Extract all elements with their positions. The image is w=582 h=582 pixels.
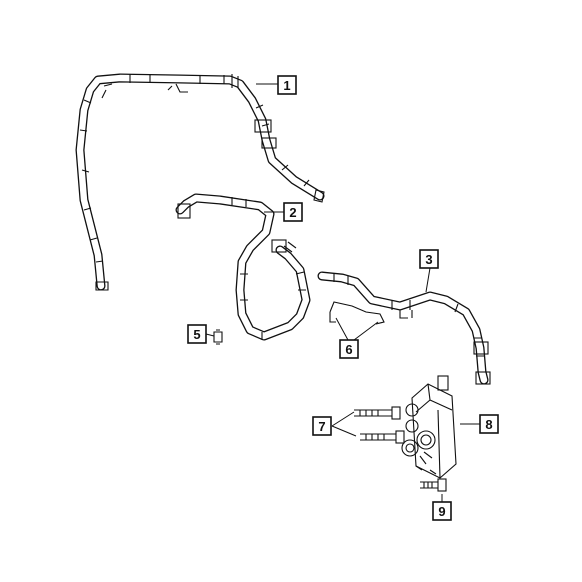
leader-lines [205, 83, 480, 502]
callout-7: 7 [312, 416, 332, 436]
svg-text:1: 1 [283, 78, 290, 93]
hose-2 [175, 193, 311, 341]
svg-text:6: 6 [345, 342, 352, 357]
callout-6: 6 [339, 339, 359, 359]
svg-text:7: 7 [318, 419, 325, 434]
callout-1: 1 [277, 75, 297, 95]
bolts-7 [354, 406, 405, 444]
svg-text:3: 3 [425, 252, 432, 267]
callout-8: 8 [479, 414, 499, 434]
svg-text:5: 5 [193, 327, 200, 342]
bolt-5 [213, 329, 223, 345]
hose-3 [317, 271, 491, 385]
svg-text:2: 2 [289, 205, 296, 220]
callout-2: 2 [283, 202, 303, 222]
callout-9: 9 [432, 501, 452, 521]
hose-1 [75, 73, 325, 291]
svg-text:8: 8 [485, 417, 492, 432]
svg-text:9: 9 [438, 504, 445, 519]
bolt-9 [420, 478, 447, 492]
cooler-8 [401, 375, 457, 479]
callout-5: 5 [187, 324, 207, 344]
callout-3: 3 [419, 249, 439, 269]
